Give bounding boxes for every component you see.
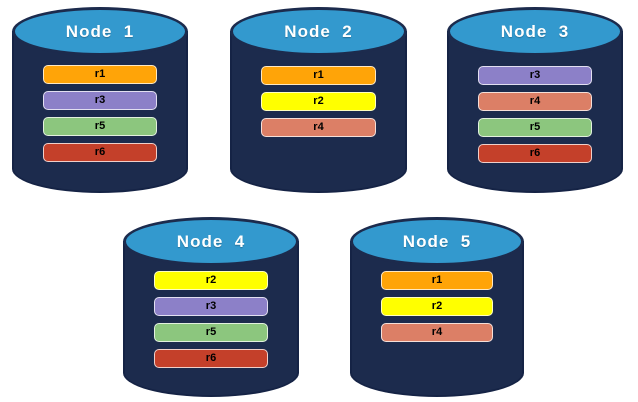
replica-bar-r1: r1 bbox=[381, 271, 493, 290]
replica-label: r2 bbox=[313, 95, 324, 107]
replica-list: r1 r2 r4 bbox=[381, 271, 493, 349]
node-title: Node 1 bbox=[65, 21, 135, 41]
replica-list: r3 r4 r5 r6 bbox=[478, 66, 592, 170]
replica-label: r1 bbox=[94, 68, 106, 80]
replica-label: r3 bbox=[94, 94, 106, 106]
cylinder-top-ellipse: Node 3 bbox=[447, 7, 623, 56]
replica-label: r5 bbox=[205, 326, 217, 338]
cylinder-body bbox=[12, 31, 188, 193]
replica-bar-r4: r4 bbox=[381, 323, 493, 342]
cylinder-top-ellipse: Node 1 bbox=[12, 7, 188, 56]
replica-bar-r1: r1 bbox=[43, 65, 157, 84]
replica-label: r3 bbox=[529, 69, 541, 81]
replica-bar-r6: r6 bbox=[478, 144, 592, 163]
cylinder-top-ellipse: Node 5 bbox=[350, 217, 524, 266]
cylinder-body bbox=[123, 241, 299, 397]
replica-label: r1 bbox=[431, 274, 443, 286]
replica-label: r3 bbox=[205, 300, 217, 312]
cylinder-top-ellipse: Node 2 bbox=[230, 7, 407, 56]
replica-bar-r3: r3 bbox=[43, 91, 157, 110]
replica-bar-r3: r3 bbox=[154, 297, 268, 316]
replica-label: r6 bbox=[205, 352, 217, 364]
replica-label: r5 bbox=[529, 121, 541, 133]
replica-label: r4 bbox=[313, 121, 324, 133]
replica-list: r1 r3 r5 r6 bbox=[43, 65, 157, 169]
replica-label: r6 bbox=[94, 146, 106, 158]
replica-list: r2 r3 r5 r6 bbox=[154, 271, 268, 375]
replica-bar-r5: r5 bbox=[43, 117, 157, 136]
node-title: Node 2 bbox=[284, 21, 353, 41]
cylinder-body bbox=[230, 31, 407, 193]
replica-label: r2 bbox=[431, 300, 443, 312]
node-cylinder-4: Node 4 r2 r3 r5 r6 bbox=[123, 217, 299, 397]
node-cylinder-2: Node 2 r1 r2 r4 bbox=[230, 7, 407, 193]
replica-list: r1 r2 r4 bbox=[261, 66, 376, 144]
node-title: Node 3 bbox=[500, 21, 570, 41]
replica-label: r4 bbox=[431, 326, 443, 338]
node-cylinder-3: Node 3 r3 r4 r5 r6 bbox=[447, 7, 623, 193]
cylinder-body bbox=[350, 241, 524, 397]
node-title: Node 5 bbox=[402, 231, 472, 251]
node-cylinder-5: Node 5 r1 r2 r4 bbox=[350, 217, 524, 397]
cylinder-body bbox=[447, 31, 623, 193]
replica-bar-r5: r5 bbox=[478, 118, 592, 137]
replica-label: r6 bbox=[529, 147, 541, 159]
node-cylinder-1: Node 1 r1 r3 r5 r6 bbox=[12, 7, 188, 193]
replica-bar-r4: r4 bbox=[261, 118, 376, 137]
replica-bar-r5: r5 bbox=[154, 323, 268, 342]
node-title: Node 4 bbox=[176, 231, 246, 251]
replica-label: r4 bbox=[529, 95, 541, 107]
replica-bar-r3: r3 bbox=[478, 66, 592, 85]
replica-bar-r1: r1 bbox=[261, 66, 376, 85]
cylinder-top-ellipse: Node 4 bbox=[123, 217, 299, 266]
replica-bar-r4: r4 bbox=[478, 92, 592, 111]
replica-label: r1 bbox=[313, 69, 324, 81]
replica-label: r5 bbox=[94, 120, 106, 132]
replica-bar-r2: r2 bbox=[154, 271, 268, 290]
replica-bar-r6: r6 bbox=[154, 349, 268, 368]
replica-bar-r6: r6 bbox=[43, 143, 157, 162]
replica-label: r2 bbox=[205, 274, 217, 286]
replica-bar-r2: r2 bbox=[381, 297, 493, 316]
replica-bar-r2: r2 bbox=[261, 92, 376, 111]
